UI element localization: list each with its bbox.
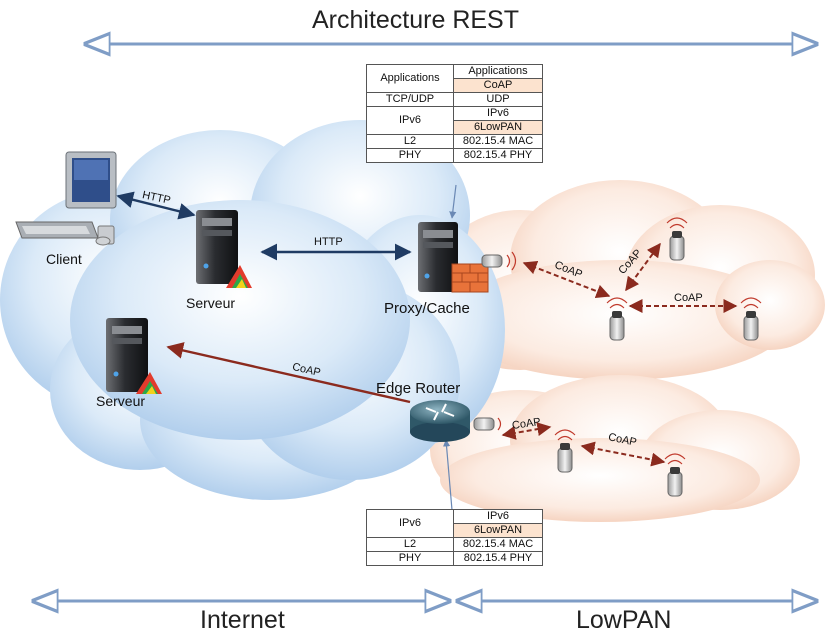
stack-cell: UDP — [453, 92, 543, 107]
coap-link-proxy-sensor — [522, 261, 611, 298]
coap-link-sensor-sensor-a — [625, 242, 661, 292]
sensor-node-icon — [666, 217, 688, 261]
stack-cell: IPv6 — [366, 106, 454, 135]
lowpan-region-label: LowPAN — [576, 606, 672, 634]
stack-cell: L2 — [366, 134, 454, 149]
diagram-title: Architecture REST — [311, 6, 519, 34]
stack-cell: CoAP — [453, 78, 543, 93]
http-link-client-server — [116, 191, 196, 220]
stack-cell: PHY — [366, 551, 454, 566]
stack-cell: 802.15.4 MAC — [453, 537, 543, 552]
stack-cell: 802.15.4 PHY — [453, 148, 543, 163]
edge-router-label: Edge Router — [376, 380, 461, 397]
coap-link-label: CoAP — [674, 292, 703, 304]
sensor-node-icon — [554, 429, 576, 473]
sensor-node-icon — [606, 297, 628, 341]
http-link-label: HTTP — [314, 236, 343, 248]
server-tower-icon — [196, 210, 252, 288]
stack-cell: PHY — [366, 148, 454, 163]
coap-link-server-edge — [166, 342, 411, 404]
sensor-node-icon — [664, 453, 686, 497]
stack-cell: L2 — [366, 537, 454, 552]
stack-cell: 6LowPAN — [453, 120, 543, 135]
proxy-server-firewall-icon — [418, 222, 517, 293]
edge-router-icon — [410, 400, 502, 442]
proxy-cache-label: Proxy/Cache — [384, 300, 470, 317]
client-computer-icon — [15, 151, 117, 246]
stack-cell: IPv6 — [453, 509, 543, 524]
protocol-stack-table-bottom: IPv6 IPv6 6LowPAN L2 802.15.4 MAC PHY 80… — [366, 509, 543, 566]
stack-cell: Applications — [453, 64, 543, 79]
stack-bottom-pointer — [442, 439, 453, 511]
internet-region-label: Internet — [200, 606, 285, 634]
stack-cell: Applications — [366, 64, 454, 93]
client-label: Client — [46, 251, 82, 267]
sensor-node-icon — [740, 297, 762, 341]
stack-cell: 802.15.4 PHY — [453, 551, 543, 566]
stack-cell: 6LowPAN — [453, 523, 543, 538]
protocol-stack-table-top: Applications Applications CoAP TCP/UDP U… — [366, 64, 543, 163]
stack-cell: IPv6 — [453, 106, 543, 121]
server-label: Serveur — [96, 393, 146, 409]
stack-cell: 802.15.4 MAC — [453, 134, 543, 149]
stack-cell: IPv6 — [366, 509, 454, 538]
server-tower-icon — [106, 318, 162, 394]
stack-top-pointer — [449, 184, 457, 219]
server-label: Serveur — [186, 295, 236, 311]
stack-cell: TCP/UDP — [366, 92, 454, 107]
coap-link-sensor-sensor-c — [580, 441, 666, 467]
